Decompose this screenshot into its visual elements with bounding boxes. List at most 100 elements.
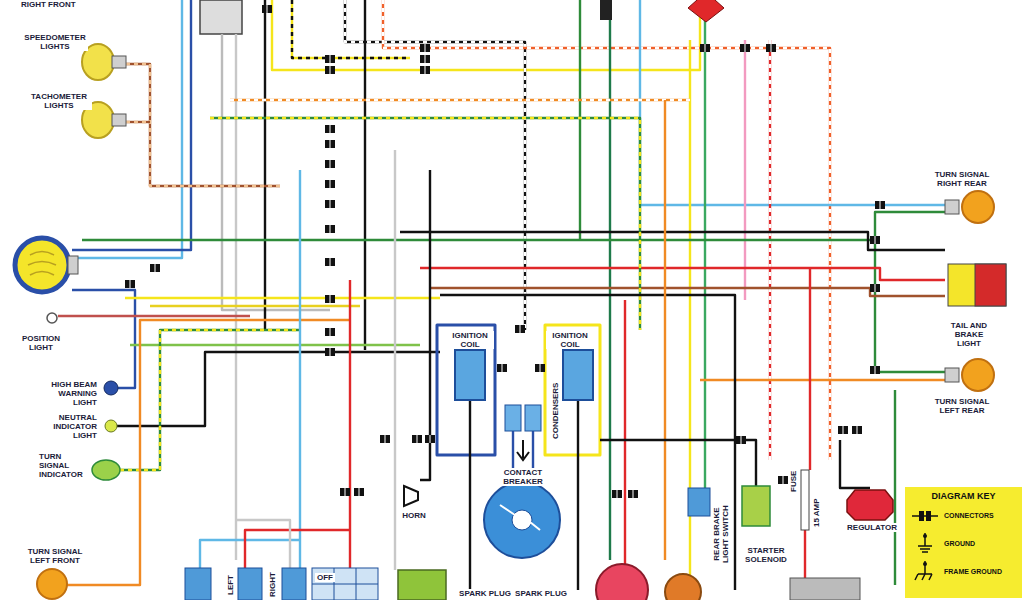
wire	[400, 232, 945, 250]
connector-block	[515, 325, 525, 333]
wire	[200, 0, 242, 34]
wire	[125, 297, 440, 299]
connector-block	[125, 5, 885, 498]
connector-block	[380, 435, 390, 443]
legend-row: FRAME GROUND	[910, 558, 1017, 586]
connector-block	[325, 258, 335, 266]
wire	[245, 530, 350, 570]
legend-row: CONNECTORS	[910, 502, 1017, 530]
connector-block	[325, 200, 335, 208]
component-label: FUSE	[789, 470, 798, 493]
legend-symbol	[910, 560, 940, 584]
component-symbol	[962, 359, 994, 391]
component-symbol	[312, 568, 378, 600]
wire	[345, 0, 525, 330]
connector-block	[870, 236, 880, 244]
legend-symbol	[910, 532, 940, 556]
wire	[545, 325, 600, 455]
component-symbol	[688, 488, 710, 516]
component-symbol	[801, 470, 809, 530]
legend-symbol	[918, 533, 932, 552]
component-label: TURN SIGNAL LEFT REAR	[930, 397, 994, 415]
connector-block	[125, 280, 135, 288]
connector-block	[612, 490, 622, 498]
component-symbol	[28, 252, 56, 276]
component-symbol	[505, 405, 521, 431]
component-label: REGULATOR	[840, 523, 904, 532]
component-symbol	[105, 420, 117, 432]
wire	[609, 0, 611, 560]
connector-block	[354, 488, 364, 496]
wire	[118, 64, 280, 186]
component-symbol	[484, 482, 560, 558]
connector-block	[535, 364, 545, 372]
component-label: CONTACT BREAKER	[494, 468, 552, 486]
component-symbol	[404, 486, 418, 506]
component-symbol	[500, 505, 540, 530]
wire	[437, 325, 495, 455]
connector-block	[325, 295, 335, 303]
component-symbol	[962, 191, 994, 223]
component-label: SPARK PLUG	[514, 589, 568, 598]
wire	[120, 330, 300, 470]
component-label: TACHOMETER LIGHTS	[26, 92, 92, 110]
component-symbol	[665, 574, 701, 600]
connector-block	[778, 476, 788, 484]
connector-block	[325, 66, 335, 74]
wire	[577, 400, 579, 590]
component-symbol	[790, 578, 860, 600]
connector-block	[325, 225, 335, 233]
connector-block	[700, 44, 710, 52]
wire	[640, 0, 945, 205]
wire	[272, 0, 700, 70]
wire	[894, 390, 896, 585]
component-label: STARTER SOLENOID	[738, 546, 794, 564]
connector-block	[325, 160, 335, 168]
connector-block	[325, 180, 335, 188]
component-label: OFF	[315, 573, 335, 582]
connector-block	[425, 435, 435, 443]
wire	[349, 280, 351, 570]
wire	[58, 315, 250, 317]
key-title: DIAGRAM KEY	[910, 491, 1017, 502]
connector-block	[325, 55, 335, 63]
wire	[58, 0, 945, 590]
wire	[664, 100, 666, 560]
wire	[579, 0, 581, 240]
connector-block	[325, 348, 335, 356]
wire	[383, 0, 830, 460]
component-symbol	[112, 56, 126, 68]
wire	[875, 240, 945, 372]
connector-block	[325, 328, 335, 336]
component-symbol	[688, 0, 724, 22]
wire	[744, 40, 746, 300]
component-label: TURN SIGNAL RIGHT REAR	[930, 170, 994, 188]
component-symbol	[37, 569, 67, 599]
wire	[769, 40, 771, 460]
legend-symbol	[910, 504, 940, 528]
connector-block	[412, 435, 422, 443]
connector-block	[420, 55, 430, 63]
component-symbol	[948, 264, 1006, 306]
wire	[840, 440, 870, 488]
connector-block	[262, 5, 272, 13]
legend-row: GROUND	[910, 530, 1017, 558]
legend-symbol	[923, 562, 927, 566]
component-symbol	[525, 405, 541, 431]
component-symbol	[104, 381, 118, 395]
component-label: IGNITION COIL	[446, 331, 494, 349]
component-symbol	[600, 0, 612, 20]
component-symbol	[517, 440, 529, 460]
wire	[804, 530, 806, 578]
wire	[624, 300, 626, 565]
component-label: RIGHT FRONT	[20, 0, 92, 9]
connector-block	[875, 201, 885, 209]
connector-block	[628, 490, 638, 498]
wire	[150, 305, 360, 307]
wire	[299, 170, 301, 570]
legend-symbol	[912, 515, 938, 517]
component-symbol	[185, 568, 211, 600]
legend-symbol	[915, 561, 932, 580]
component-symbol	[945, 368, 959, 382]
component-symbol	[92, 460, 120, 480]
